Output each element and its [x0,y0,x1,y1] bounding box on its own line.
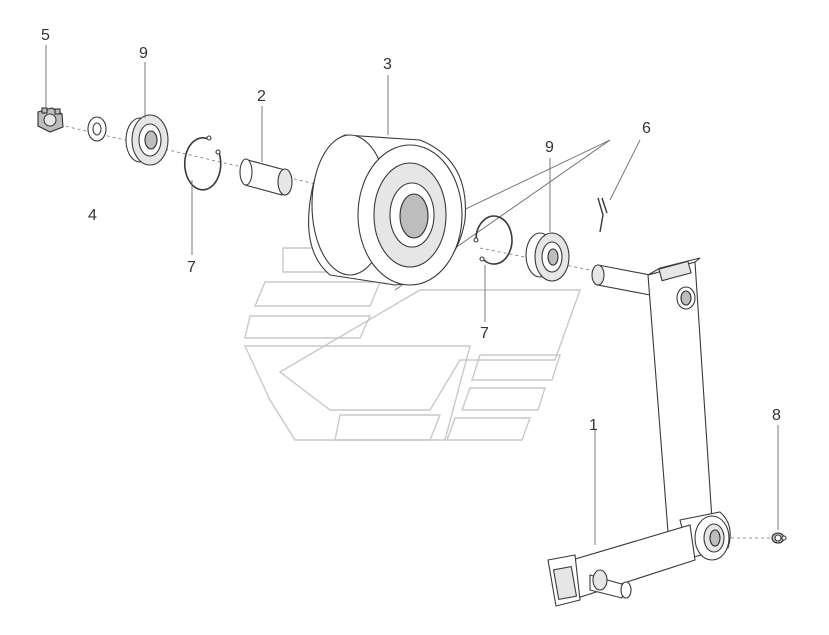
label-part-9-left: 9 [139,45,148,62]
label-part-4: 4 [88,207,97,224]
label-part-9-right: 9 [545,139,554,156]
part-9-bearing-right [525,232,570,282]
label-part-6: 6 [642,120,651,137]
watermark-logo [243,247,581,441]
part-8-grease-nipple [771,532,787,544]
label-part-7-left: 7 [187,259,196,276]
part-9-bearing-left [125,114,169,166]
part-7-snap-ring-right [473,215,513,265]
label-part-5: 5 [41,27,50,44]
part-2-sleeve [239,158,293,196]
label-part-8: 8 [772,407,781,424]
part-5-castle-nut [37,107,64,133]
label-part-7-right: 7 [480,325,489,342]
label-part-1: 1 [589,417,598,434]
part-7-snap-ring-left [183,135,222,191]
part-4-washer [87,116,107,142]
label-leaders [45,45,779,545]
label-part-2: 2 [257,88,266,105]
label-part-3: 3 [383,56,392,73]
part-number-labels: 5 9 2 3 4 7 9 6 7 1 8 [41,27,781,434]
part-6-cotter-pin [597,197,608,233]
part-3-pulley-wheel [308,134,467,286]
part-1-tensioner-arm [547,257,731,607]
